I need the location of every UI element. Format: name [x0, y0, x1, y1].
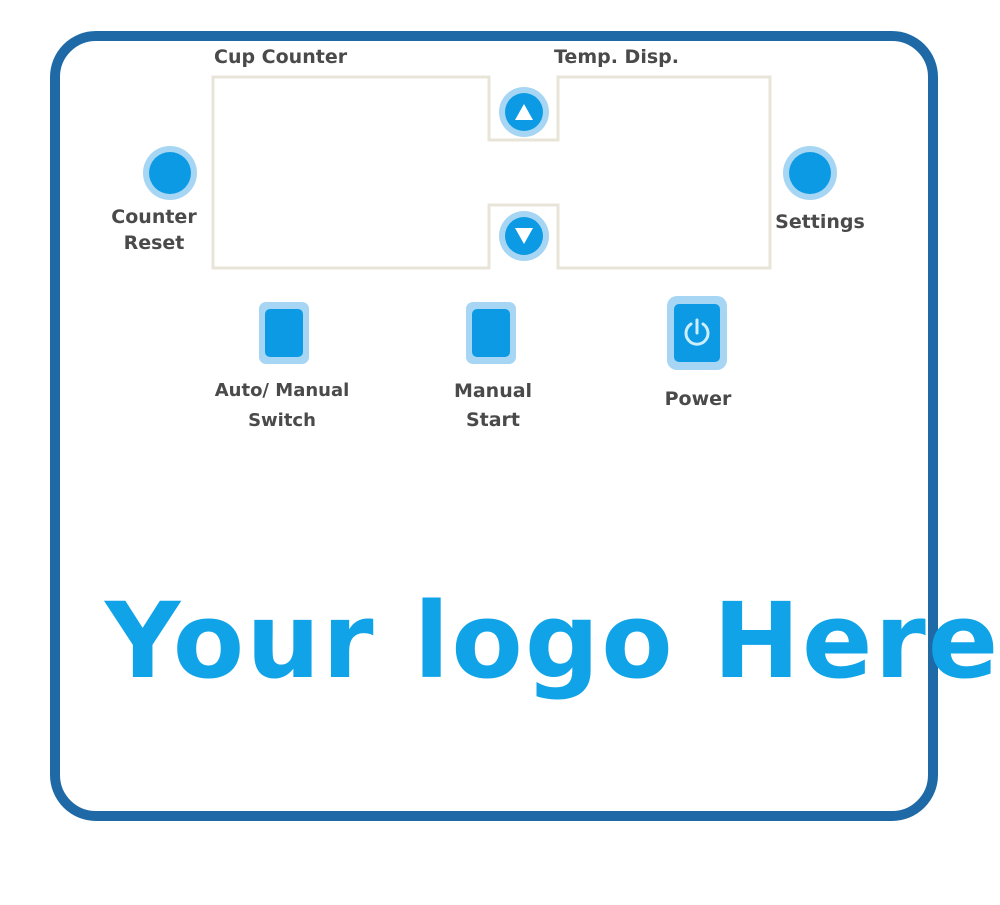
temp-display-label: Temp. Disp.: [554, 46, 679, 68]
logo-placeholder: Your logo Here!: [105, 580, 1000, 702]
up-arrow-icon: [515, 104, 533, 120]
settings-label: Settings: [775, 211, 865, 233]
control-panel-frame: [50, 31, 938, 821]
power-button[interactable]: [667, 296, 727, 370]
power-label: Power: [664, 388, 732, 410]
down-arrow-icon: [515, 228, 533, 244]
counter-reset-label: Counter Reset: [104, 204, 204, 256]
cup-counter-label: Cup Counter: [214, 46, 348, 68]
manual-start-button[interactable]: [466, 302, 516, 364]
power-icon: [684, 318, 710, 346]
auto-manual-switch-button[interactable]: [259, 302, 309, 364]
manual-start-label-line1: Manual: [453, 380, 533, 402]
counter-reset-button[interactable]: [143, 146, 197, 200]
temp-down-button[interactable]: [499, 211, 549, 261]
counter-reset-label-line2: Reset: [123, 232, 185, 254]
auto-manual-label-line2: Switch: [248, 410, 316, 431]
settings-button[interactable]: [783, 146, 837, 200]
auto-manual-label: Auto/ Manual Switch: [197, 376, 367, 436]
auto-manual-label-line1: Auto/ Manual: [214, 380, 350, 401]
display-outline: [211, 75, 772, 270]
temp-up-button[interactable]: [499, 87, 549, 137]
manual-start-label-line2: Start: [465, 409, 521, 431]
counter-reset-label-line1: Counter: [111, 206, 197, 228]
manual-start-label: Manual Start: [433, 377, 553, 435]
